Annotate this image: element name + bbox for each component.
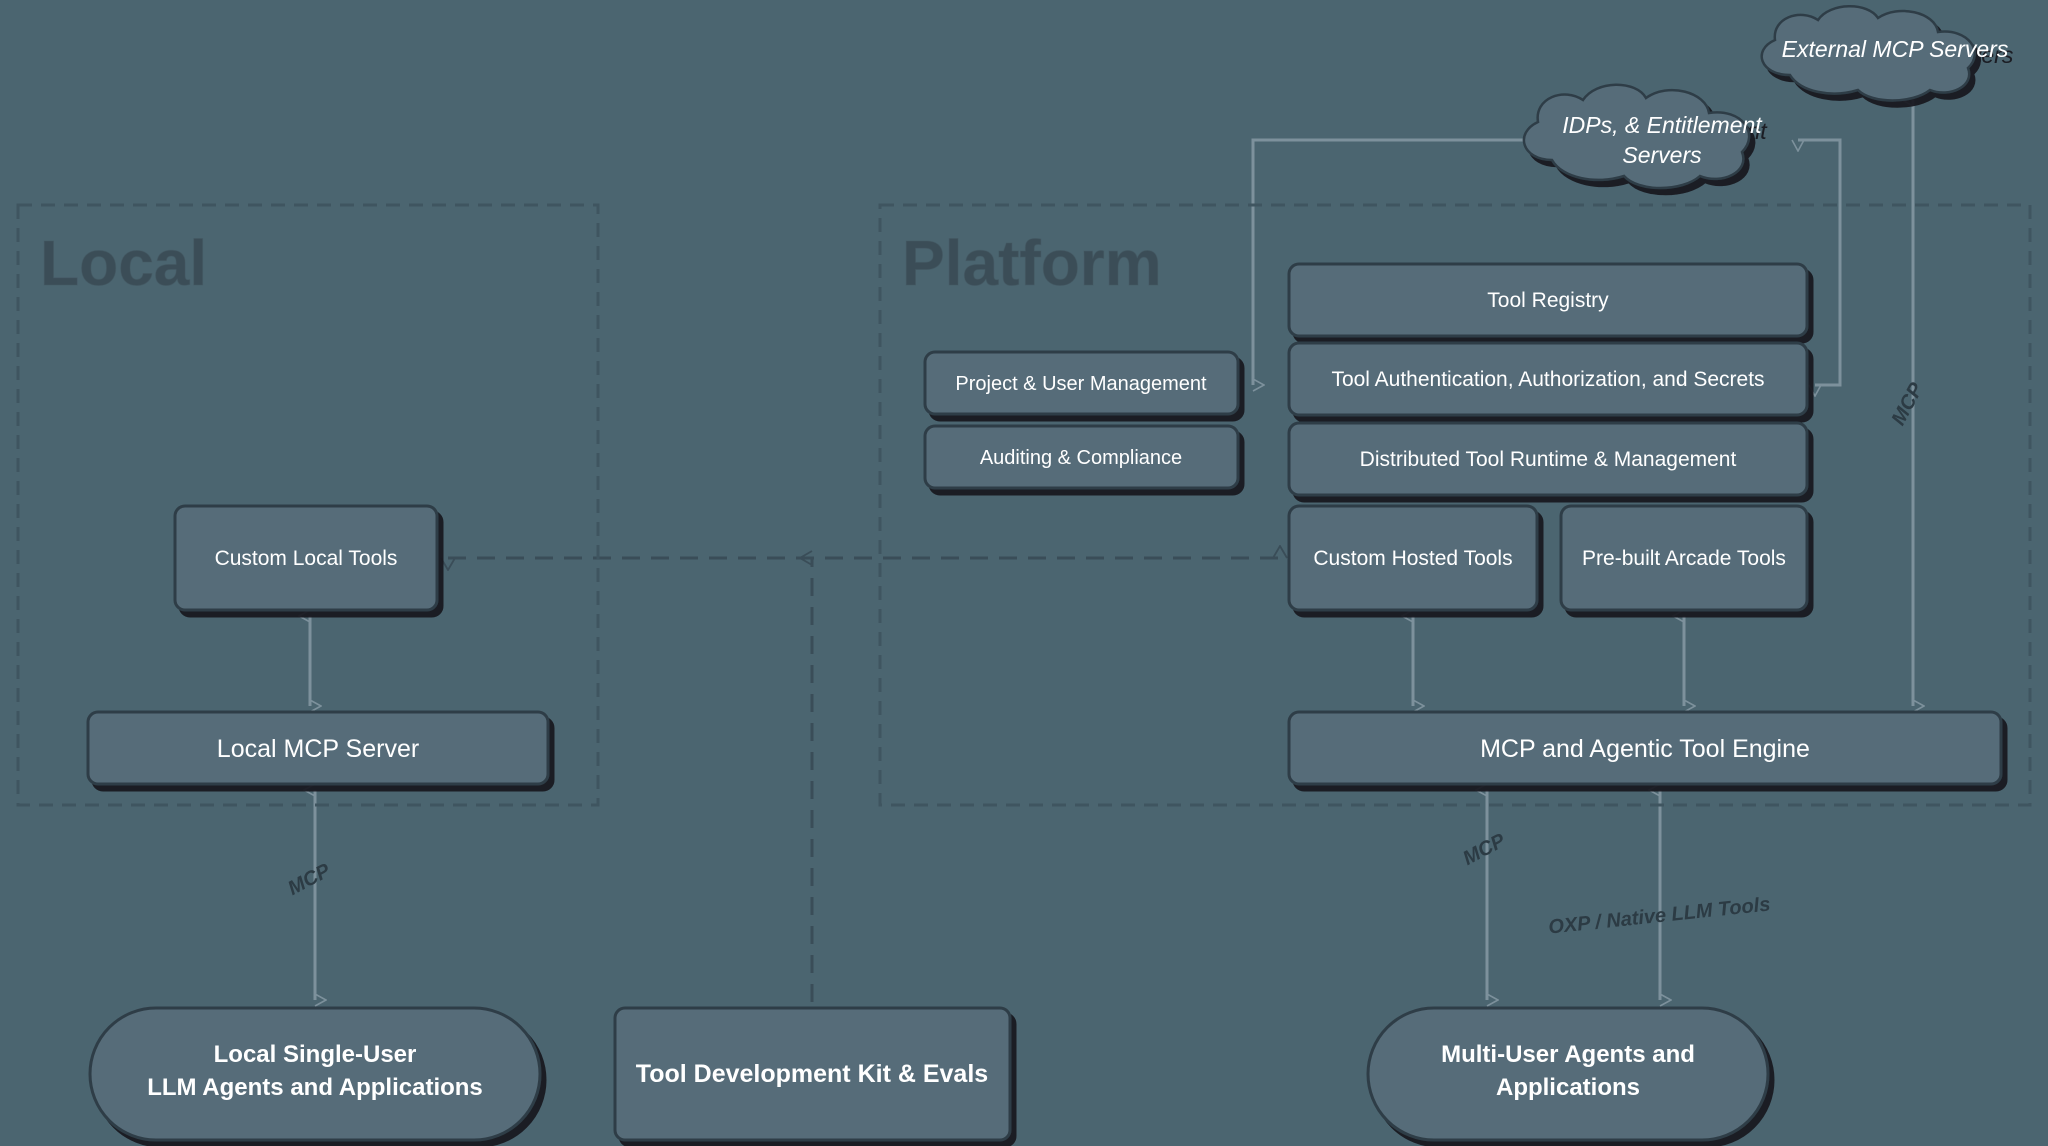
node-local-mcp-server[interactable]: Local MCP Server bbox=[86, 710, 550, 786]
node-local-single-user-llm-agents[interactable]: Local Single-User LLM Agents and Applica… bbox=[88, 1006, 542, 1142]
edge-label-mcp-hosted: MCP bbox=[1459, 829, 1509, 870]
node-label: Custom Local Tools bbox=[215, 547, 398, 570]
node-label: MCP and Agentic Tool Engine bbox=[1480, 735, 1810, 763]
node-custom-hosted-tools[interactable]: Custom Hosted Tools bbox=[1287, 504, 1539, 612]
edge-label-mcp-local: MCP bbox=[284, 859, 334, 900]
node-label: Custom Hosted Tools bbox=[1313, 547, 1512, 570]
zone-title-platform: Platform bbox=[902, 227, 1162, 299]
node-auditing-compliance[interactable]: Auditing & Compliance bbox=[923, 424, 1240, 490]
edge-label-mcp-external: MCP bbox=[1888, 379, 1929, 429]
node-label: Pre-built Arcade Tools bbox=[1582, 547, 1786, 570]
node-label: Distributed Tool Runtime & Management bbox=[1360, 448, 1737, 471]
node-label: Local MCP Server bbox=[217, 735, 419, 763]
cloud-label-line2: Servers bbox=[1622, 142, 1702, 168]
cloud-idps-entitlement-servers[interactable]: IDPs, & Entitlement Servers bbox=[1522, 83, 1763, 190]
node-label-line1: Local Single-User bbox=[214, 1041, 417, 1068]
node-tool-authentication-authorization-secrets[interactable]: Tool Authentication, Authorization, and … bbox=[1287, 341, 1809, 417]
node-label: Project & User Management bbox=[955, 373, 1207, 395]
node-mcp-and-agentic-tool-engine[interactable]: MCP and Agentic Tool Engine bbox=[1287, 710, 2003, 786]
edge-idps-to-toolauth-right bbox=[1798, 138, 1842, 385]
node-tool-development-kit-evals[interactable]: Tool Development Kit & Evals bbox=[613, 1006, 1012, 1142]
zone-local bbox=[16, 203, 600, 807]
edge-label-oxp-native-llm-tools: OXP / Native LLM Tools bbox=[1547, 893, 1771, 938]
node-multi-user-agents-applications[interactable]: Multi-User Agents and Applications bbox=[1366, 1006, 1770, 1142]
edge-toolauth-to-idps bbox=[1251, 140, 1530, 385]
node-label-line2: Applications bbox=[1496, 1074, 1640, 1101]
zone-platform bbox=[878, 203, 2032, 807]
node-label-line2: LLM Agents and Applications bbox=[147, 1074, 483, 1101]
node-label: Tool Development Kit & Evals bbox=[636, 1060, 988, 1088]
node-tool-registry[interactable]: Tool Registry bbox=[1287, 262, 1809, 338]
node-prebuilt-arcade-tools[interactable]: Pre-built Arcade Tools bbox=[1559, 504, 1809, 612]
node-label-line1: Multi-User Agents and bbox=[1441, 1041, 1695, 1068]
cloud-label-line1: IDPs, & Entitlement bbox=[1562, 112, 1763, 138]
node-label: Tool Registry bbox=[1487, 289, 1609, 312]
node-label: Tool Authentication, Authorization, and … bbox=[1331, 368, 1764, 391]
cloud-external-mcp-servers[interactable]: External MCP Servers bbox=[1760, 5, 2009, 102]
cloud-label: External MCP Servers bbox=[1782, 36, 2009, 62]
zone-title-local: Local bbox=[40, 227, 207, 299]
node-distributed-tool-runtime-management[interactable]: Distributed Tool Runtime & Management bbox=[1287, 421, 1809, 497]
node-label: Auditing & Compliance bbox=[980, 447, 1182, 469]
node-custom-local-tools[interactable]: Custom Local Tools bbox=[173, 504, 439, 612]
node-project-user-management[interactable]: Project & User Management bbox=[923, 350, 1240, 416]
